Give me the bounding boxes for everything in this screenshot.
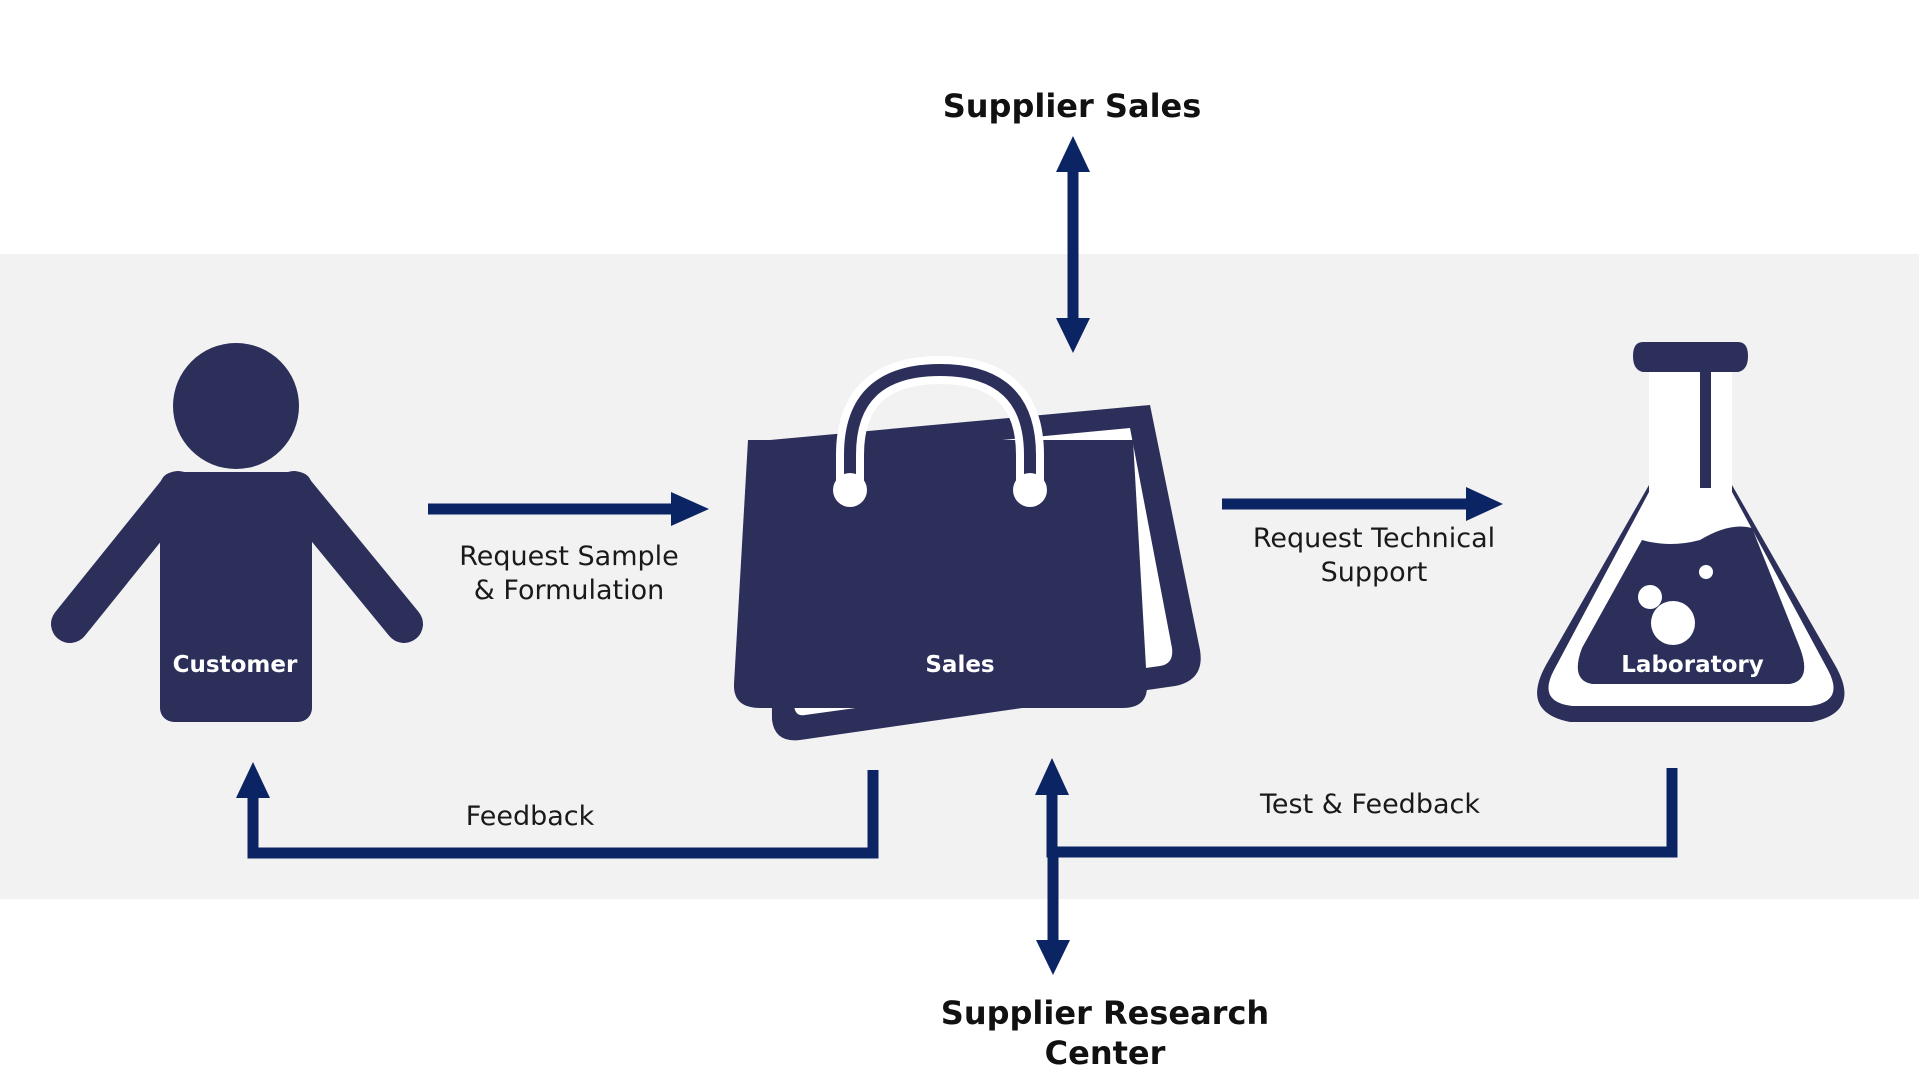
person-icon [51, 343, 423, 722]
arrow-supplier-sales-bidirectional [1056, 136, 1090, 353]
arrow-request-sample [428, 492, 709, 526]
supplier-research-center-label: Supplier Research Center [940, 994, 1270, 1072]
laboratory-label: Laboratory [1621, 652, 1764, 678]
arrow-feedback-to-customer [236, 762, 879, 859]
request-technical-support-label: Request Technical Support [1252, 523, 1496, 588]
feedback-label: Feedback [465, 801, 595, 832]
sales-label: Sales [925, 652, 995, 678]
customer-label: Customer [172, 652, 298, 678]
arrow-request-technical-support [1222, 487, 1503, 521]
shopping-bag-icon [733, 355, 1201, 741]
request-sample-label: Request Sample & Formulation [459, 541, 679, 606]
arrow-to-supplier-research-center [1036, 852, 1070, 975]
flask-icon [1537, 342, 1845, 722]
arrow-test-feedback-to-sales [1035, 758, 1678, 858]
test-feedback-label: Test & Feedback [1260, 789, 1480, 820]
supplier-sales-label: Supplier Sales [942, 87, 1202, 125]
